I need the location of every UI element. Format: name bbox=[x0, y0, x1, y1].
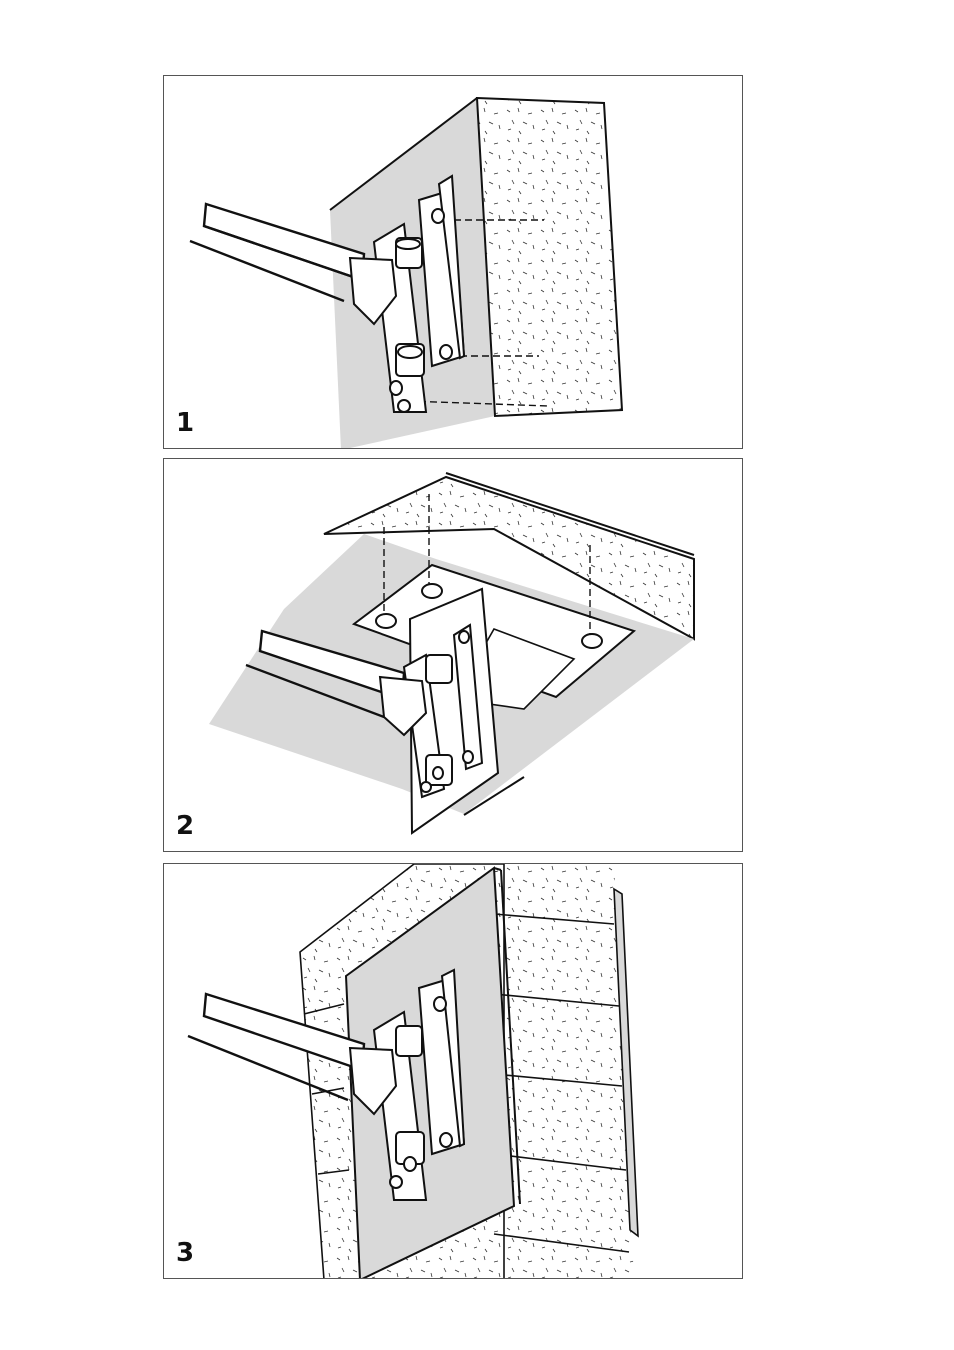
bolt-hole bbox=[422, 584, 442, 598]
bolt-hole bbox=[440, 1133, 452, 1147]
step-number: 1 bbox=[176, 410, 194, 436]
step-number: 2 bbox=[176, 813, 194, 839]
step-1-panel: 1 bbox=[163, 75, 743, 449]
bolt-hole bbox=[390, 381, 402, 395]
step-number: 3 bbox=[176, 1240, 194, 1266]
brick-wall-right bbox=[494, 864, 634, 1279]
step-2-panel: 2 bbox=[163, 458, 743, 852]
bolt-hole bbox=[440, 345, 452, 359]
bolt-hole bbox=[434, 997, 446, 1011]
bolt-hole bbox=[582, 634, 602, 648]
bolt-hole bbox=[376, 614, 396, 628]
bolt-hole bbox=[390, 1176, 402, 1188]
step-1-illustration bbox=[164, 76, 743, 449]
step-3-panel: 3 bbox=[163, 863, 743, 1279]
bolt-hole bbox=[459, 631, 469, 643]
bolt-hole bbox=[432, 209, 444, 223]
bolt-hole bbox=[404, 1157, 416, 1171]
wall-side bbox=[477, 98, 622, 416]
step-3-illustration bbox=[164, 864, 743, 1279]
bolt-hole bbox=[398, 400, 410, 412]
bolt-hole bbox=[433, 767, 443, 779]
bolt-hole bbox=[421, 782, 431, 792]
step-2-illustration bbox=[164, 459, 743, 852]
bolt-hole bbox=[463, 751, 473, 763]
